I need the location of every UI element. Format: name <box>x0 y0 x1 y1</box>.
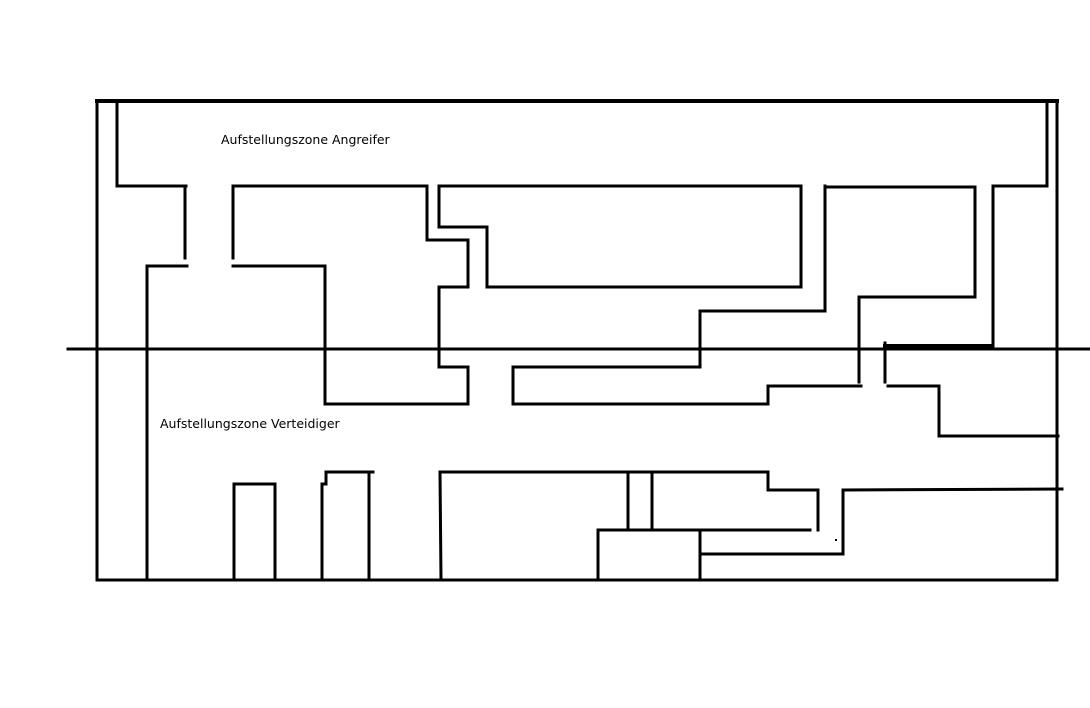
wall <box>886 384 1060 438</box>
outer-boundary <box>95 99 1059 582</box>
attacker-zone-left-wall <box>115 99 188 188</box>
wall <box>232 482 277 582</box>
attacker-zone-right-wall <box>991 99 1049 348</box>
wall <box>320 470 375 582</box>
wall <box>437 184 803 289</box>
wall <box>145 264 189 582</box>
wall <box>823 185 977 384</box>
wall <box>698 487 1064 556</box>
wall <box>231 264 470 406</box>
wall <box>438 470 820 582</box>
wall <box>596 528 812 582</box>
attacker-zone-label: Aufstellungszone Angreifer <box>221 132 390 147</box>
wall <box>511 184 863 406</box>
dot-mark <box>835 539 837 541</box>
wall <box>231 184 470 406</box>
defender-zone-label: Aufstellungszone Verteidiger <box>160 416 340 431</box>
